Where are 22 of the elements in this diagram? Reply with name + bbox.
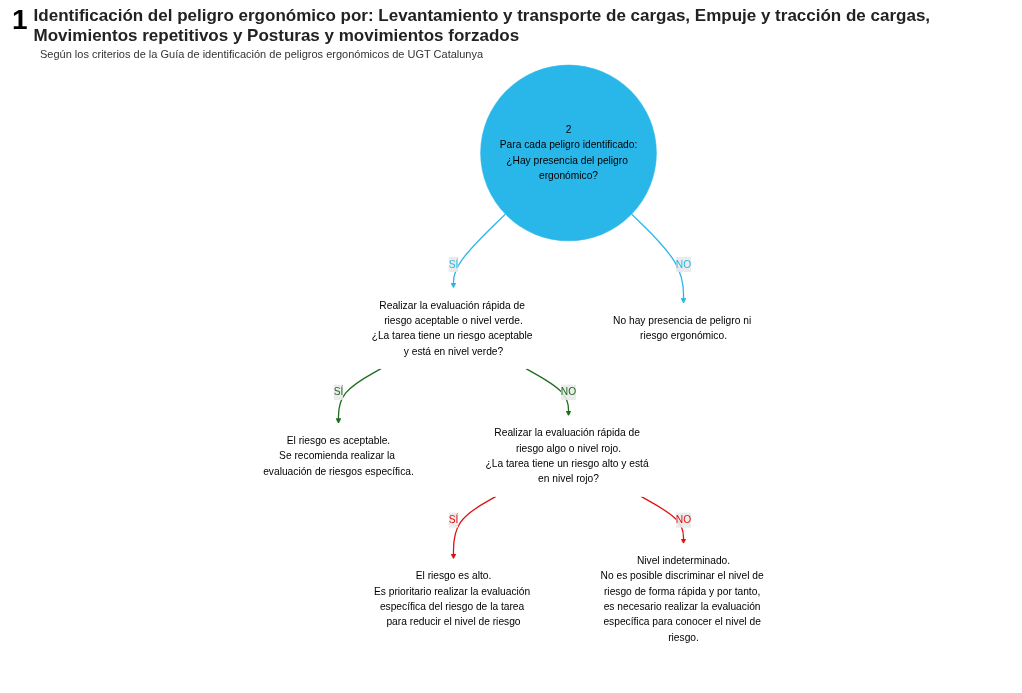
arrow [450,213,507,289]
source-note: Según los criterios de la Guía de identificación de peligros ergonómicos de UGT Catalunya [39,47,485,60]
edge-label: NO [675,514,692,526]
edge-label: NO [560,386,577,398]
edge-label: SÍ [448,514,459,526]
node-text: Realizar la evaluación rápida de riesgo aceptable o nivel verde. ¿La tarea tiene un riesgo aceptable y está en nivel verde? [371,299,533,357]
node-text: El riesgo es aceptable. Se recomienda realizar la evaluación de riesgos específica. [263,435,414,477]
node-text: El riesgo es alto. Es prioritario realizar la evaluación específica del riesgo de la tarea para reducir el nivel de riesgo [373,570,531,628]
title: Identificación del peligro ergonómico por: Levantamiento y transporte de cargas, Empuje y tracción de cargas, Movimientos repetitivos y Posturas y movimientos forzados [33,6,932,46]
arrow [630,213,687,304]
edge-label: NO [675,258,692,270]
node-text: No hay presencia de peligro ni riesgo ergonómico. [613,314,752,342]
arrow [335,368,382,424]
edge-label: SÍ [333,386,344,398]
edge-label: SÍ [448,258,459,270]
arrow [450,495,497,560]
step-number: 1 [12,6,28,34]
arrow [525,368,572,417]
arrow [640,495,687,544]
node-text: Realizar la evaluación rápida de riesgo algo o nivel rojo. ¿La tarea tiene un riesgo alto y está en nivel rojo? [485,427,649,485]
node-text: Nivel indeterminado. No es posible discriminar el nivel de riesgo de forma rápida y por tanto, es necesario realizar la evaluación específica para conocer el nivel de riesgo. [600,555,764,643]
node-circle: 2 Para cada peligro identificado: ¿Hay presencia del peligro ergonómico? [480,64,657,242]
